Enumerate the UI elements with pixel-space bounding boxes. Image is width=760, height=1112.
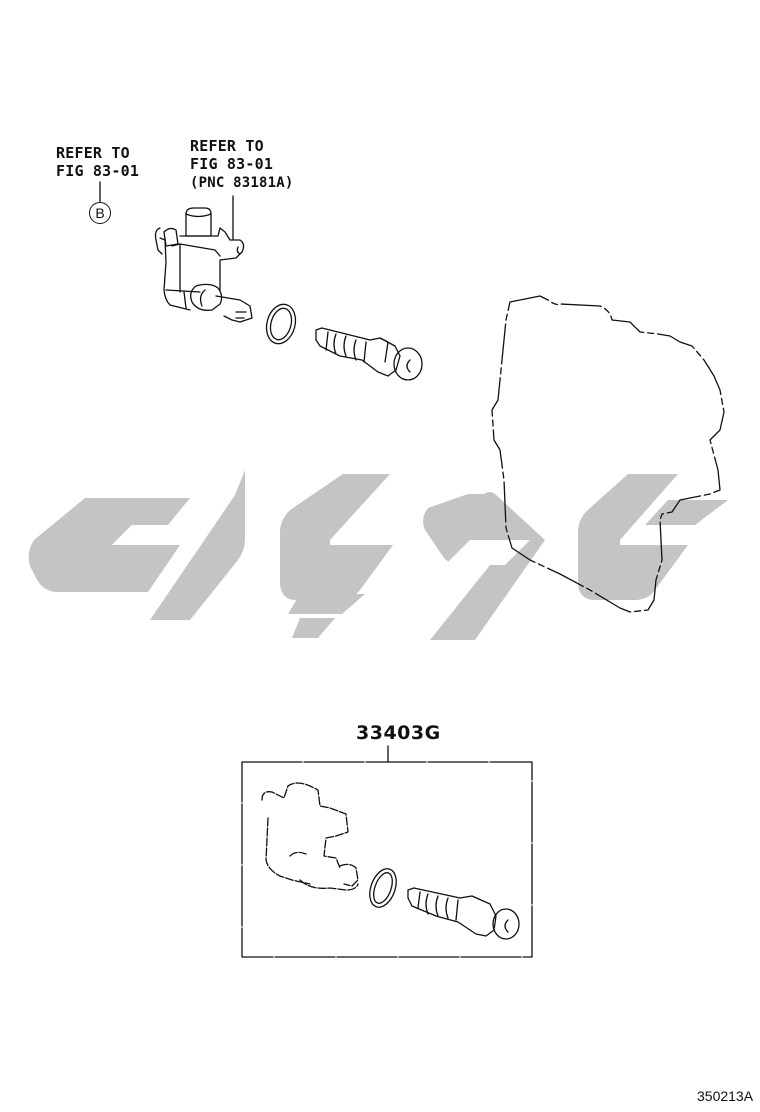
callout-b: B: [89, 202, 111, 224]
transmission-outline: [491, 295, 725, 613]
driven-gear-box: [407, 887, 520, 940]
refer-to-label-b-line2: FIG 83-01: [56, 162, 140, 180]
kit-part-number: 33403G: [356, 722, 441, 744]
refer-to-label-sensor-line2: FIG 83-01: [190, 155, 274, 173]
speed-sensor-box: [261, 782, 359, 891]
refer-to-label-sensor-line1: REFER TO: [190, 137, 264, 155]
refer-to-label-sensor-pnc: (PNC 83181A): [190, 175, 294, 191]
driven-gear-top: [315, 327, 423, 381]
refer-to-label-b-line1: REFER TO: [56, 144, 130, 162]
speed-sensor-top: [154, 207, 253, 323]
figure-id: 350213A: [697, 1088, 754, 1104]
